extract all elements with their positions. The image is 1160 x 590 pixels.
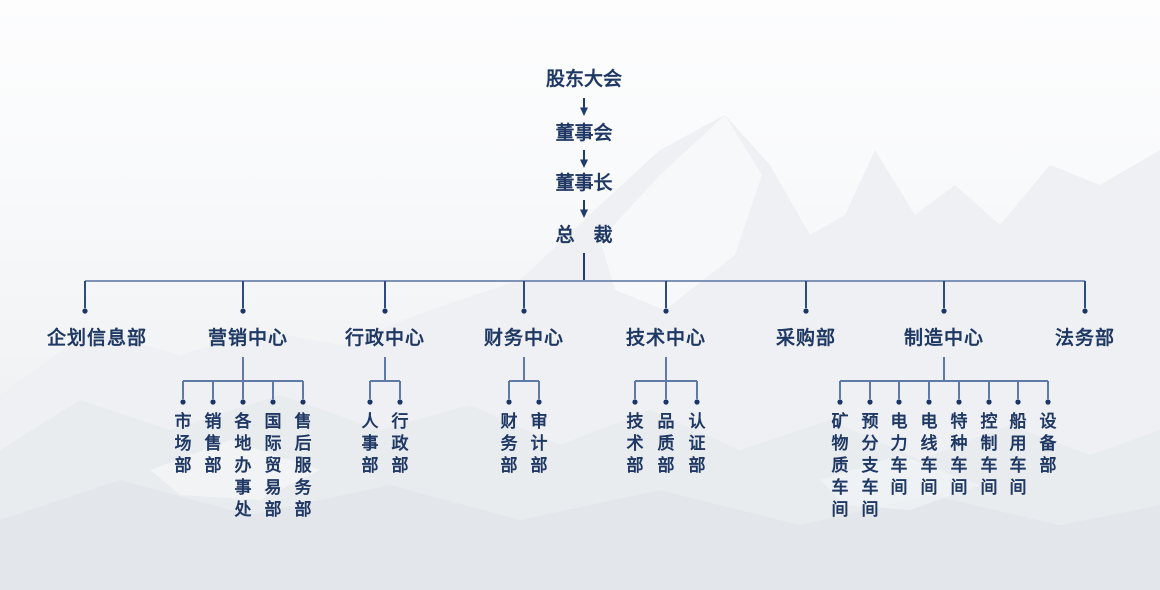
administration-subtree-connector	[367, 357, 403, 405]
node-power-workshop: 电力车间	[890, 412, 908, 498]
node-shareholders-meeting: 股东大会	[545, 68, 623, 90]
node-purchasing-dept: 采购部	[775, 327, 837, 349]
node-pre-branch-workshop: 预分支车间	[861, 412, 879, 520]
chain-connectors	[580, 98, 588, 281]
mountain-snow-face	[600, 115, 762, 310]
node-control-workshop: 控制车间	[980, 412, 998, 498]
snow-patch	[820, 455, 980, 510]
node-manufacturing-center: 制造中心	[903, 327, 985, 349]
node-after-sales-service-dept: 售后服务部	[294, 412, 312, 520]
node-wire-workshop: 电线车间	[920, 412, 938, 498]
node-special-workshop: 特种车间	[950, 412, 968, 498]
node-chairman: 董事长	[555, 172, 613, 194]
node-legal-dept: 法务部	[1054, 327, 1116, 349]
node-mineral-workshop: 矿物质车间	[831, 412, 849, 520]
finance-subtree-connector	[506, 357, 542, 405]
node-certification-dept: 认证部	[688, 412, 706, 476]
technology-subtree-connector	[632, 357, 700, 405]
down-arrow-icon	[580, 150, 588, 168]
node-technical-dept: 技术部	[626, 412, 644, 476]
node-international-trade-dept: 国际贸易部	[264, 412, 282, 520]
node-marine-workshop: 船用车间	[1009, 412, 1027, 498]
marketing-subtree-connector	[180, 357, 306, 405]
node-administration-center: 行政中心	[344, 327, 426, 349]
node-planning-information-dept: 企划信息部	[46, 327, 148, 349]
node-finance-dept: 财务部	[500, 412, 518, 476]
manufacturing-subtree-connector	[837, 357, 1051, 405]
down-arrow-icon	[580, 98, 588, 116]
node-board-of-directors: 董事会	[555, 122, 613, 144]
node-sales-dept: 销售部	[204, 412, 222, 476]
node-quality-dept: 品质部	[657, 412, 675, 476]
snow-patch	[150, 440, 320, 500]
node-regional-offices: 各地办事处	[234, 412, 252, 520]
node-president: 总 裁	[555, 224, 613, 246]
down-arrow-icon	[580, 200, 588, 218]
node-finance-center: 财务中心	[483, 327, 565, 349]
node-hr-dept: 人事部	[361, 412, 379, 476]
node-market-dept: 市场部	[174, 412, 192, 476]
node-marketing-center: 营销中心	[207, 327, 289, 349]
node-admin-dept: 行政部	[391, 412, 409, 476]
level1-connector	[82, 280, 1088, 314]
node-audit-dept: 审计部	[530, 412, 548, 476]
mountain-ridge-near	[0, 480, 1160, 590]
node-equipment-dept: 设备部	[1039, 412, 1057, 476]
node-technology-center: 技术中心	[625, 327, 707, 349]
